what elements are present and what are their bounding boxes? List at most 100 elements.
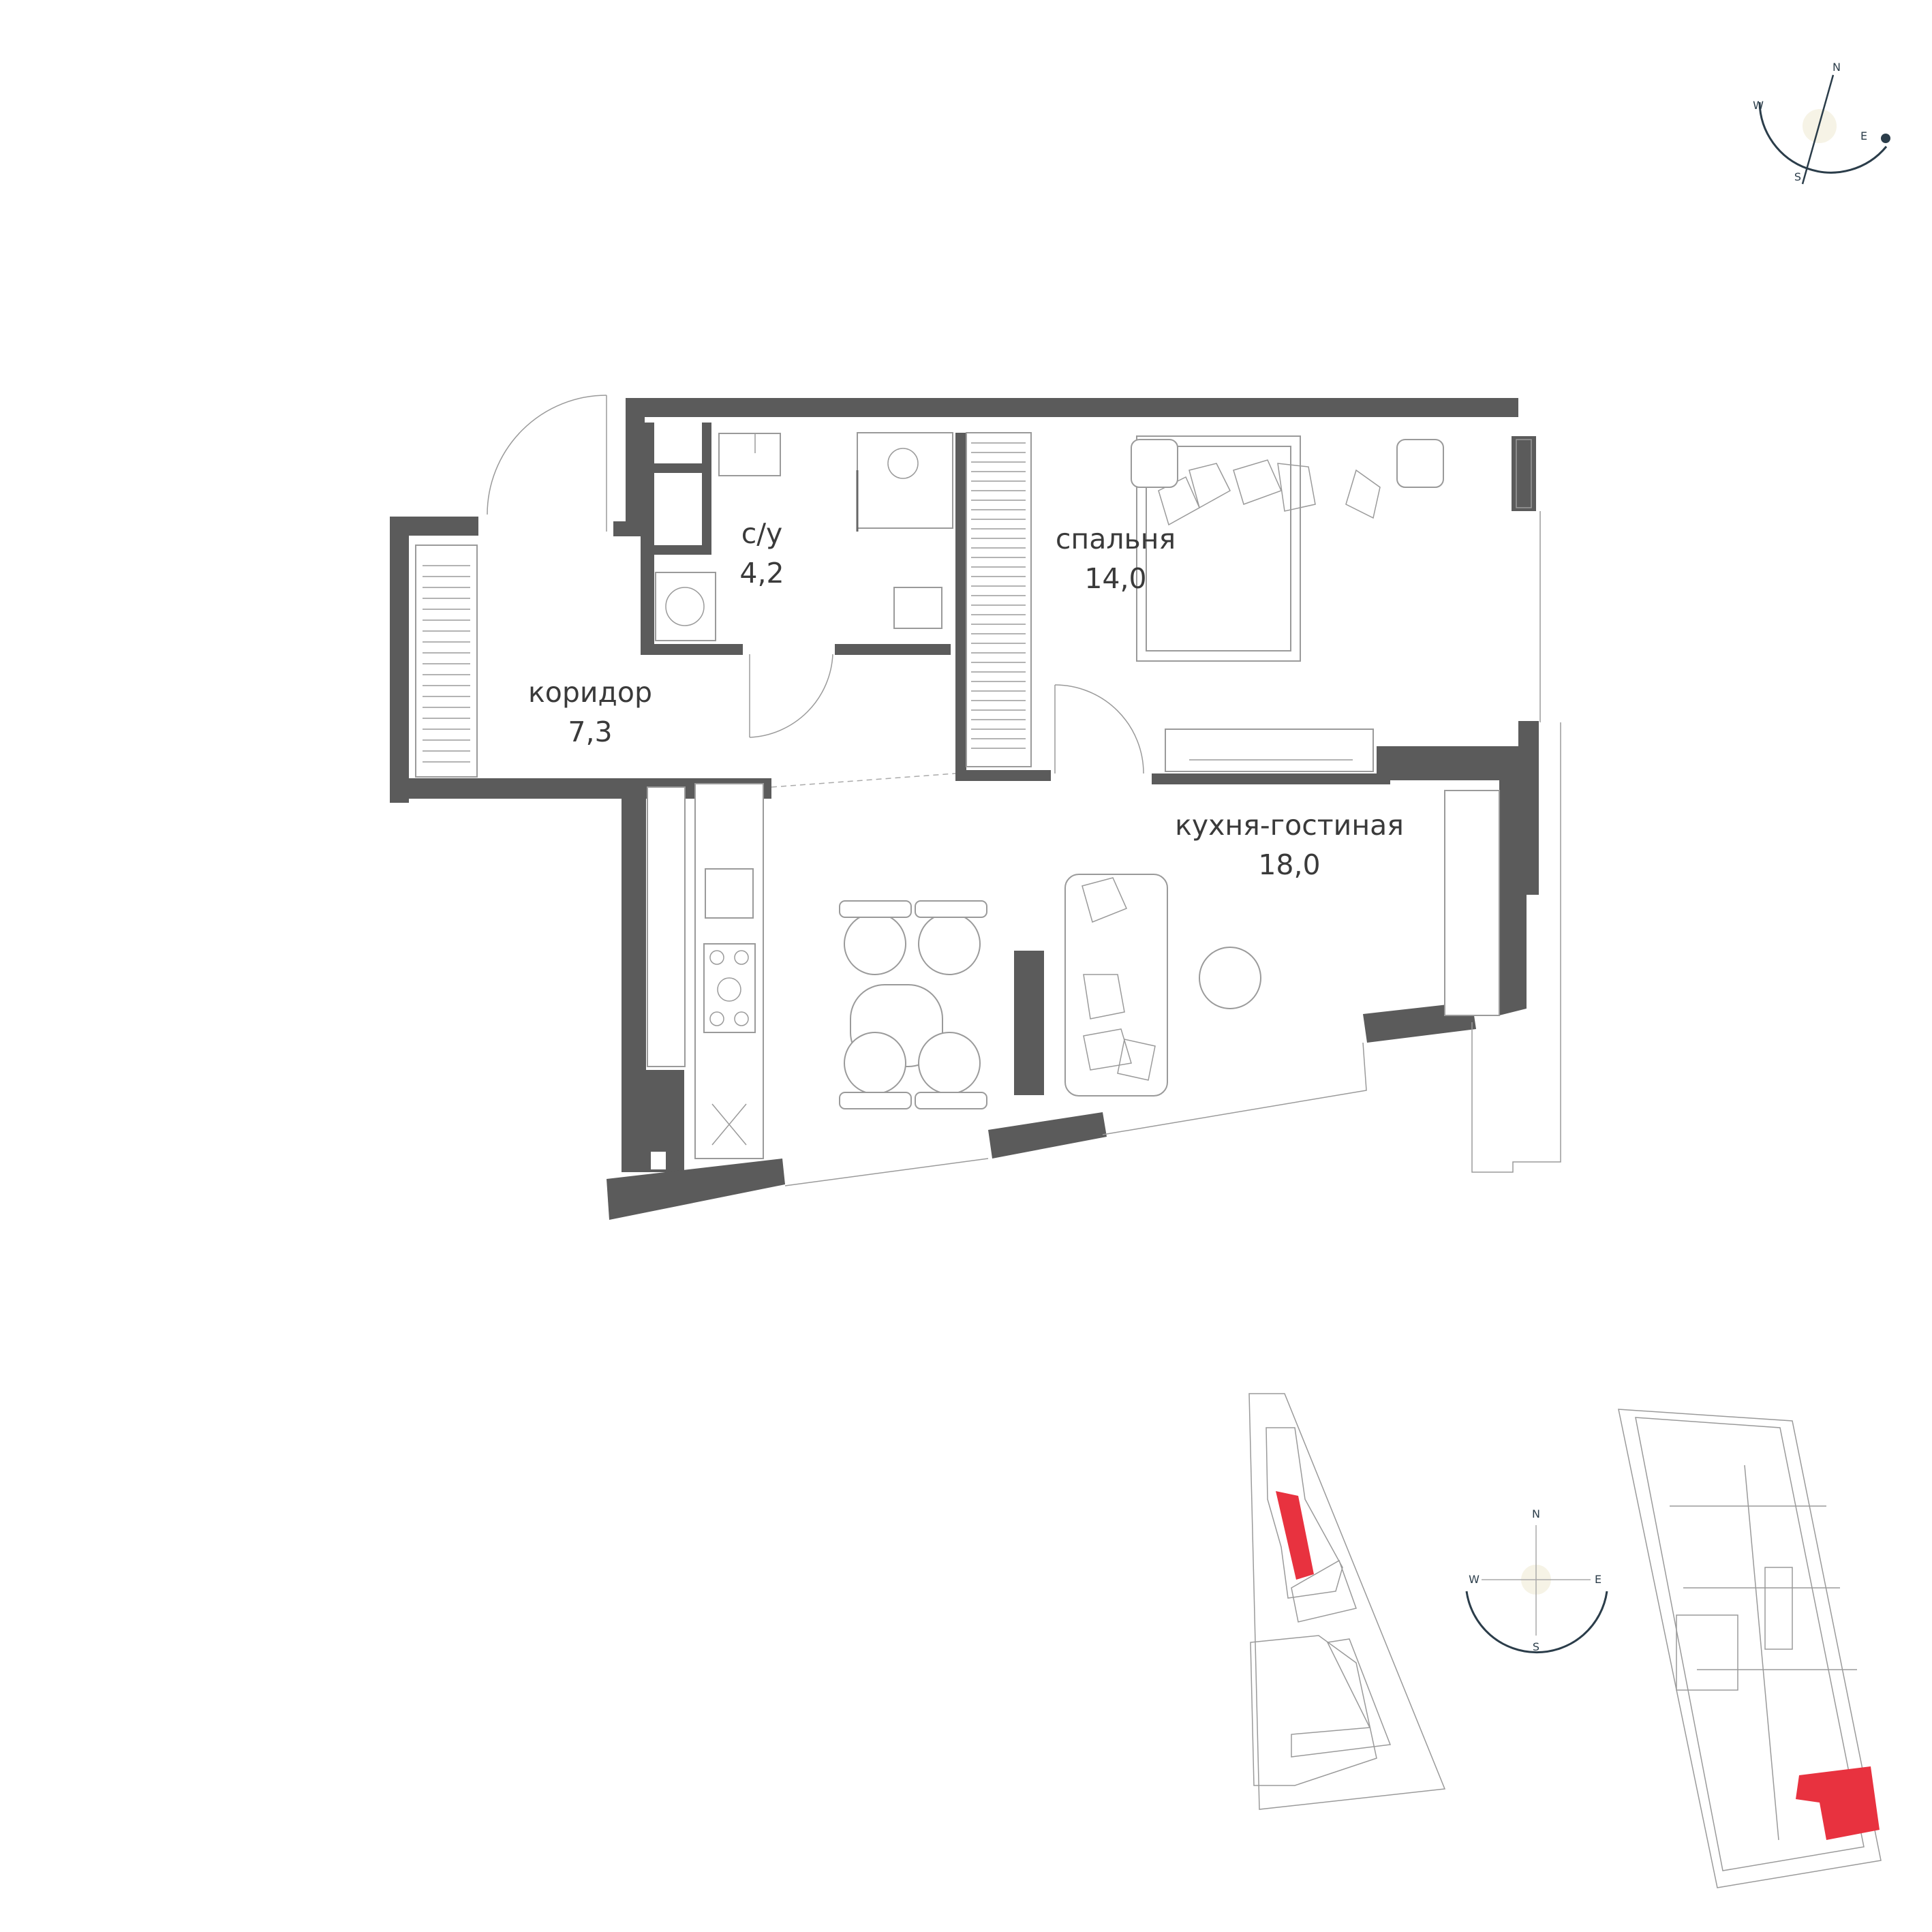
floor-outline-inner bbox=[1635, 1417, 1865, 1871]
wall-bath-inner bbox=[641, 423, 654, 654]
burner-3 bbox=[717, 977, 741, 1002]
room-area-corridor: 7,3 bbox=[568, 716, 612, 748]
room-name-bedroom: спальня bbox=[1056, 523, 1176, 555]
chair-back-2 bbox=[915, 900, 987, 918]
bedroom-door-swing bbox=[1054, 684, 1144, 774]
chair-back-3 bbox=[839, 1092, 912, 1109]
bedroom-furniture bbox=[1131, 435, 1444, 772]
wall-right-top bbox=[1512, 436, 1536, 511]
burner-5 bbox=[734, 1011, 749, 1026]
zone-divider-dashed bbox=[771, 773, 956, 788]
bath-door-swing bbox=[749, 654, 833, 738]
wall-bath-bottom-right bbox=[835, 644, 951, 655]
room-area-bedroom: 14,0 bbox=[1084, 562, 1146, 595]
floor-apartment-highlight bbox=[1796, 1766, 1880, 1840]
compass-w: W bbox=[1753, 99, 1764, 112]
wall-bottom-mid bbox=[988, 1112, 1107, 1159]
wall-shelf-2 bbox=[641, 545, 709, 555]
room-labels: с/у 4,2 спальня 14,0 коридор 7,3 кухня-г… bbox=[528, 517, 1404, 881]
wall-wardrobe-left bbox=[955, 433, 966, 777]
site-plan bbox=[1248, 1393, 1446, 1810]
wall-corridor-top bbox=[390, 517, 478, 536]
compass-bottom-s: S bbox=[1533, 1640, 1539, 1653]
compass-bottom: N W E S bbox=[1465, 1507, 1608, 1654]
compass-e: E bbox=[1860, 129, 1867, 142]
shower-tray bbox=[857, 432, 953, 529]
nightstand-right bbox=[1396, 439, 1444, 488]
site-building-south-wing bbox=[1291, 1638, 1392, 1758]
compass-dot bbox=[1881, 134, 1890, 143]
washing-machine bbox=[655, 572, 716, 641]
wall-bath-stub bbox=[613, 521, 645, 536]
burner-2 bbox=[734, 950, 749, 965]
window-top-right bbox=[1516, 439, 1532, 508]
chair-4 bbox=[918, 1032, 981, 1094]
site-building-highlight bbox=[1276, 1491, 1314, 1580]
living-cabinet bbox=[1444, 790, 1500, 1016]
doors bbox=[487, 395, 1144, 788]
shower-drain bbox=[887, 448, 919, 479]
bathroom-fixtures bbox=[655, 432, 953, 641]
burner-1 bbox=[709, 950, 724, 965]
nightstand-left bbox=[1131, 439, 1178, 488]
compass-needle bbox=[1801, 74, 1835, 185]
room-name-kitchen-living: кухня-гостиная bbox=[1175, 809, 1404, 842]
compass-bottom-w: W bbox=[1469, 1573, 1479, 1586]
floor-core-2 bbox=[1764, 1567, 1793, 1650]
wall-bottom-left bbox=[607, 1159, 785, 1220]
site-building-south bbox=[1250, 1635, 1377, 1786]
site-plot-outline bbox=[1248, 1393, 1446, 1810]
wall-partition-right bbox=[1377, 746, 1520, 780]
window-bottom-right bbox=[1102, 1042, 1367, 1135]
wardrobe-corridor-frame bbox=[415, 545, 478, 778]
room-area-bathroom: 4,2 bbox=[739, 557, 784, 589]
wall-right-lower bbox=[1499, 750, 1527, 1015]
compass-n: N bbox=[1833, 61, 1841, 74]
window-bottom-left bbox=[784, 1158, 989, 1186]
wall-bath-bottom-left bbox=[641, 644, 743, 655]
wall-notch bbox=[651, 1152, 666, 1169]
chair-1 bbox=[844, 913, 906, 975]
wall-partition bbox=[1152, 773, 1390, 784]
compass-bottom-e: E bbox=[1595, 1573, 1601, 1586]
kitchen-tall-units bbox=[647, 786, 686, 1067]
wardrobe-bedroom-frame bbox=[966, 432, 1032, 767]
burner-4 bbox=[709, 1011, 724, 1026]
chair-back-1 bbox=[839, 900, 912, 918]
room-name-corridor: коридор bbox=[528, 676, 652, 709]
cooktop bbox=[703, 943, 756, 1033]
compass-top: N W E S bbox=[1753, 61, 1890, 185]
wall-shelf-3 bbox=[702, 423, 711, 555]
kitchen-sink bbox=[705, 868, 754, 919]
washing-machine-drum bbox=[665, 587, 705, 626]
bed-pillows bbox=[1158, 459, 1381, 526]
toilet bbox=[893, 587, 942, 629]
tv-console bbox=[1014, 951, 1044, 1095]
windows bbox=[784, 439, 1532, 1186]
sink bbox=[718, 433, 781, 476]
compass-bottom-n: N bbox=[1532, 1507, 1540, 1520]
sofa-cushions bbox=[1082, 877, 1156, 1081]
wall-top bbox=[626, 398, 1518, 417]
walls bbox=[390, 398, 1561, 1220]
sofa bbox=[1064, 874, 1168, 1097]
wall-corridor-left bbox=[390, 517, 409, 803]
floor-core-1 bbox=[1676, 1614, 1738, 1691]
chair-2 bbox=[918, 913, 981, 975]
bedroom-dresser bbox=[1165, 729, 1374, 772]
compass-bottom-arc bbox=[1465, 1591, 1608, 1654]
room-area-kitchen-living: 18,0 bbox=[1258, 848, 1320, 881]
site-building-north bbox=[1266, 1427, 1343, 1599]
bedroom-wardrobe bbox=[966, 432, 1032, 767]
kitchen bbox=[647, 783, 764, 1159]
wall-wardrobe-bottom bbox=[955, 770, 1051, 781]
chair-back-4 bbox=[915, 1092, 987, 1109]
floor-key-plan bbox=[1618, 1409, 1882, 1888]
coffee-table bbox=[1199, 947, 1261, 1009]
entry-door-swing bbox=[487, 395, 607, 515]
wall-shelf-1 bbox=[641, 463, 709, 473]
chair-3 bbox=[844, 1032, 906, 1094]
floor-line-core bbox=[1744, 1465, 1779, 1841]
fridge-x2 bbox=[711, 1103, 747, 1146]
